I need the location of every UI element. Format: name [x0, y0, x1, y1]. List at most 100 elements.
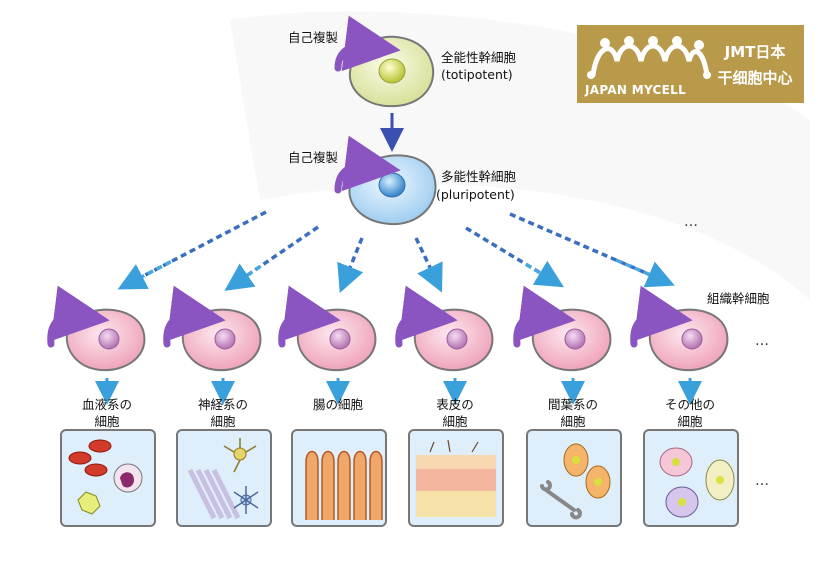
- jmt-logo: JAPAN MYCELL JMT日本 干细胞中心: [577, 25, 804, 103]
- column-label-line2: 細胞: [94, 414, 120, 429]
- logo-mark-icon: [587, 36, 711, 79]
- neuron-dendrite: [223, 438, 257, 473]
- other-nucleus: [672, 458, 680, 466]
- tissue-stem-label: 組織幹細胞: [707, 291, 770, 306]
- pluripotent-label: 多能性幹細胞: [441, 169, 517, 184]
- dashed-arrow-tip: [615, 258, 675, 288]
- dashed-arrow-tip: [117, 260, 172, 290]
- other-nucleus: [678, 498, 686, 506]
- skin-fat: [416, 491, 496, 517]
- tissue-stem-cells: [47, 285, 729, 372]
- cell-nucleus: [329, 328, 351, 350]
- column-label-line1: その他の: [664, 397, 715, 412]
- dashed-arrow-line: [414, 237, 438, 281]
- skin-top: [416, 455, 496, 469]
- column-label-line2: 細胞: [560, 414, 586, 429]
- dashed-arrow-tip: [417, 261, 443, 293]
- villus: [337, 450, 351, 520]
- cell-nucleus: [446, 328, 468, 350]
- dashed-arrow: [337, 237, 364, 293]
- dashed-arrow-tip: [224, 263, 262, 291]
- pink-stem-cell: [630, 285, 729, 372]
- totipotent-sub: (totipotent): [441, 67, 513, 82]
- pink-stem-cell: [513, 285, 612, 372]
- cell-type-panel: [526, 378, 622, 527]
- axon-strand: [203, 468, 233, 520]
- column-label-line2: 細胞: [677, 414, 703, 429]
- panel-frame: [176, 429, 272, 527]
- mesenchymal-cells-icon: [540, 443, 611, 520]
- column-label-line1: 腸の細胞: [312, 397, 363, 412]
- column-label-line2: 細胞: [210, 414, 236, 429]
- red-blood-cell: [68, 451, 92, 465]
- self-renew-arrow: [47, 285, 110, 348]
- self-renew-arrow: [630, 285, 693, 348]
- intestine-villi-icon: [305, 450, 383, 520]
- pluripotent-sub: (pluripotent): [436, 187, 515, 202]
- skin-middle: [416, 469, 496, 491]
- ellipsis-mid: …: [755, 333, 770, 349]
- cell-type-boxes: [60, 378, 739, 527]
- self-renew-arrow: [395, 285, 458, 348]
- self-renew-arrow: [334, 135, 401, 194]
- column-label-line1: 表皮の: [436, 397, 474, 412]
- cell-nucleus: [564, 328, 586, 350]
- dashed-arrow: [509, 212, 675, 288]
- ellipsis-top: …: [684, 214, 699, 230]
- neural-cells-icon: [187, 438, 259, 520]
- logo-title-2: 干细胞中心: [717, 69, 793, 87]
- column-label-line2: 細胞: [442, 414, 468, 429]
- axon-strand: [211, 468, 241, 520]
- red-blood-cell: [84, 463, 108, 477]
- dashed-arrow-tip: [525, 260, 564, 288]
- villus: [369, 450, 383, 520]
- neuron-body: [233, 447, 247, 461]
- cell-nucleus: [214, 328, 236, 350]
- column-label-line1: 間葉系の: [547, 397, 598, 412]
- mesenchymal-nucleus: [594, 478, 602, 486]
- cell-nucleus: [98, 328, 120, 350]
- axon-strand: [195, 468, 225, 520]
- self-renew-arrow: [278, 285, 341, 348]
- wbc-nucleus: [120, 472, 134, 488]
- dashed-arrow-line: [129, 210, 267, 285]
- dashed-arrow: [414, 237, 443, 293]
- dashed-arrow-line: [343, 237, 364, 281]
- self-renew-label-mid: 自己複製: [288, 150, 339, 165]
- ellipsis-bottom: …: [755, 473, 770, 489]
- dashed-arrow: [224, 225, 319, 291]
- pink-stem-cell: [395, 285, 494, 372]
- pink-stem-cell: [47, 285, 146, 372]
- villus: [353, 450, 367, 520]
- self-renew-arrow: [334, 15, 401, 72]
- column-label-line1: 血液系の: [81, 397, 132, 412]
- other-nucleus: [716, 476, 724, 484]
- blood-cells-icon: [68, 439, 143, 515]
- self-renew-label-top: 自己複製: [288, 30, 339, 45]
- panel-frame: [526, 429, 622, 527]
- column-label-line1: 神経系の: [197, 397, 248, 412]
- dashed-arrow: [465, 226, 564, 288]
- differentiation-arrows: [117, 210, 675, 293]
- mesenchymal-nucleus: [572, 456, 580, 464]
- totipotent-label: 全能性幹細胞: [441, 50, 517, 65]
- cell-nucleus: [681, 328, 703, 350]
- dashed-arrow-line: [509, 212, 663, 282]
- pink-stem-cell: [278, 285, 377, 372]
- self-renew-arrow: [163, 285, 226, 348]
- logo-title-1: JMT日本: [724, 43, 786, 61]
- bone-icon: [540, 480, 582, 520]
- platelet: [77, 491, 101, 515]
- villus: [305, 450, 319, 520]
- hair: [429, 439, 479, 453]
- dashed-arrow: [117, 210, 267, 290]
- pink-stem-cell: [163, 285, 262, 372]
- dashed-arrow-tip: [337, 261, 364, 293]
- other-cells-icon: [659, 447, 735, 518]
- epidermis-layers-icon: [416, 439, 496, 517]
- villus: [321, 450, 335, 520]
- self-renew-arrow: [513, 285, 576, 348]
- glial-process: [233, 486, 259, 514]
- logo-brand: JAPAN MYCELL: [585, 83, 687, 97]
- axon-strand: [187, 468, 217, 520]
